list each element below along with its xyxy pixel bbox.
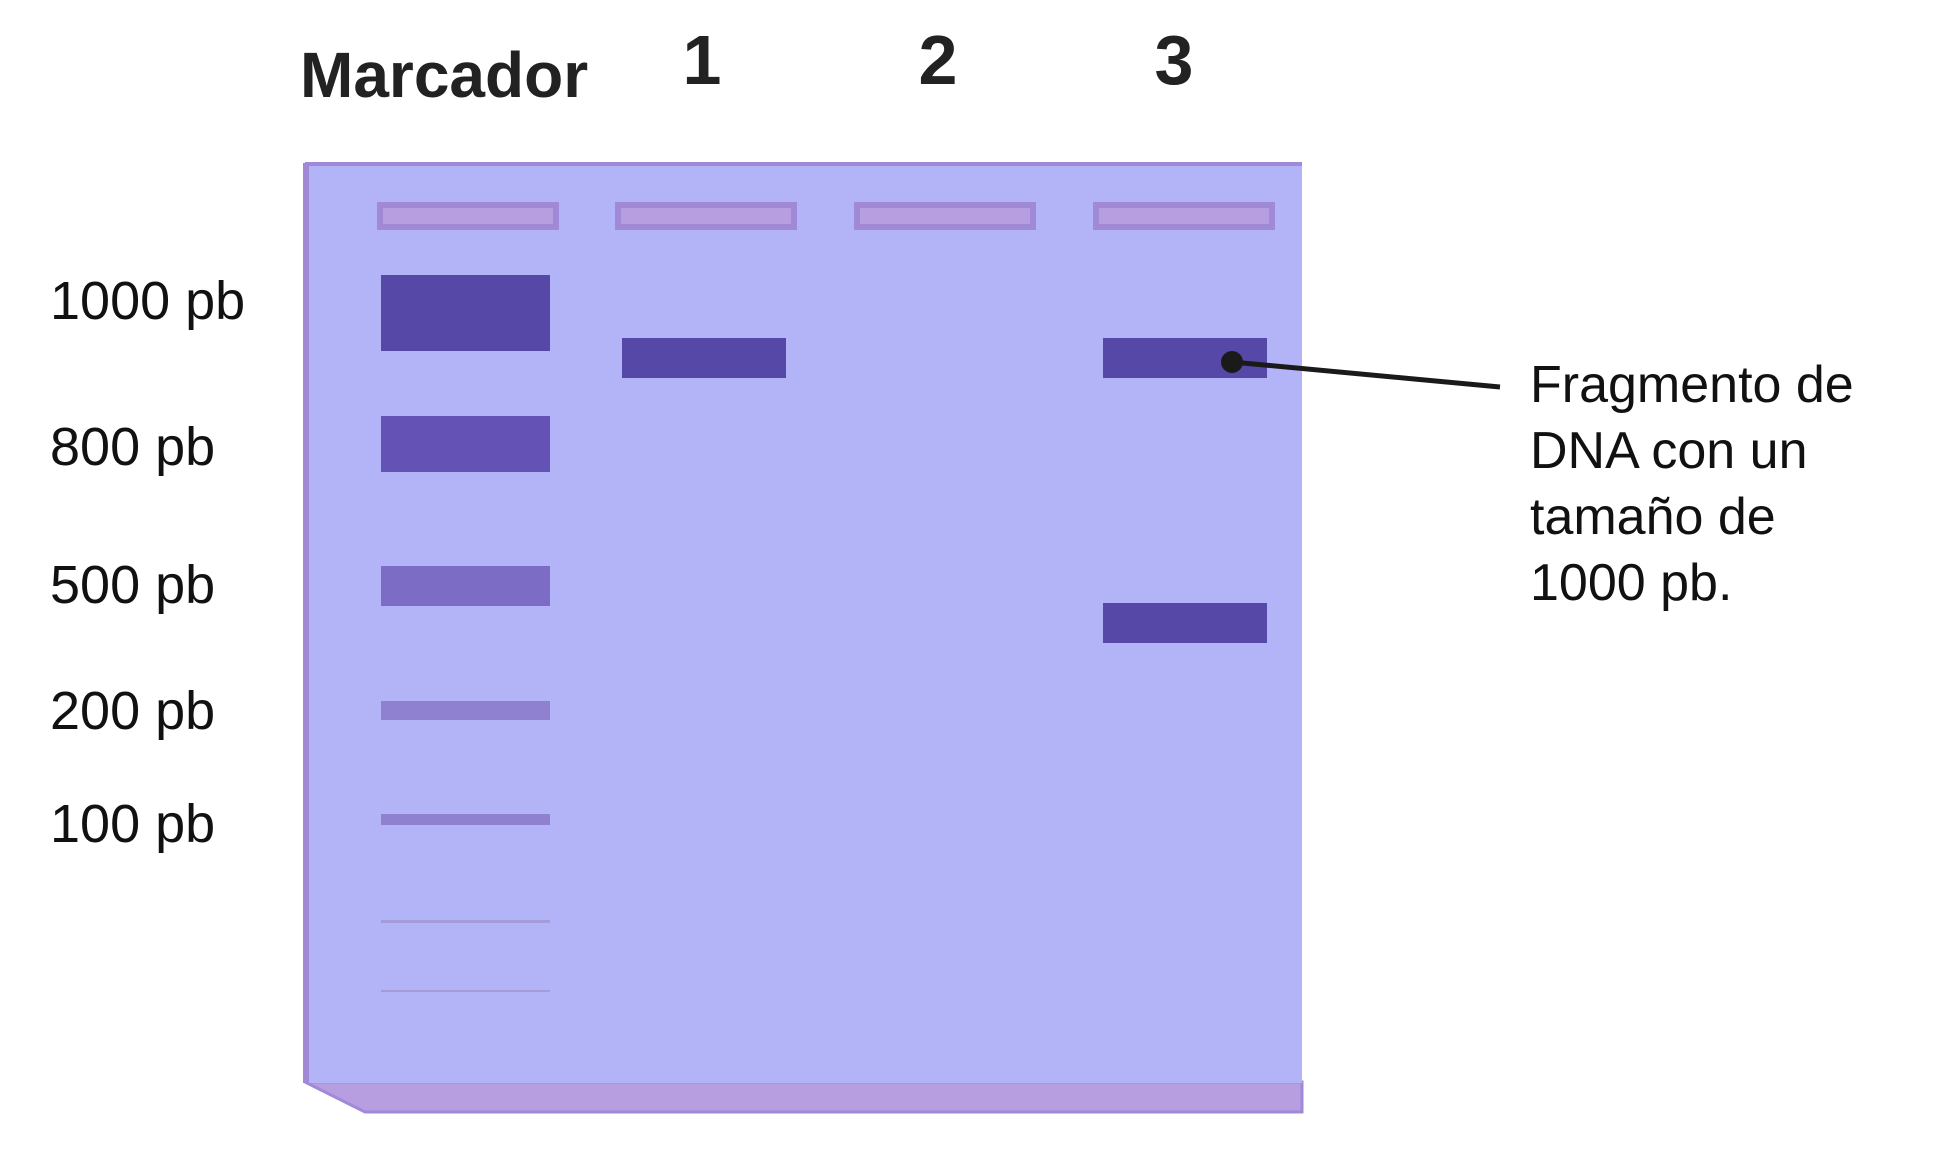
marker-band-trace-1 [381,920,550,923]
well-lane-2 [854,202,1036,230]
annotation-line-2: DNA con un [1530,422,1808,480]
lane-header-marker: Marcador [300,39,589,111]
size-label-100: 100 pb [50,794,216,854]
marker-band-trace-2 [381,990,550,992]
marker-band-1000 [381,275,550,351]
callout-dot [1221,351,1243,373]
well-lane-3 [1093,202,1275,230]
gel-bottom-edge [304,1080,1304,1114]
marker-band-800 [381,416,550,472]
marker-band-500 [381,566,550,606]
annotation-line-4: 1000 pb. [1530,554,1733,612]
size-label-500: 500 pb [50,555,216,615]
size-label-200: 200 pb [50,681,216,741]
callout-annotation: Fragmento de DNA con un tamaño de 1000 p… [1530,352,1930,616]
annotation-line-3: tamaño de [1530,488,1776,546]
lane-1-band-1000 [622,338,786,378]
lane-3-band-1000 [1103,338,1267,378]
lane-3-band-small [1103,603,1267,643]
lane-header-1: 1 [682,21,722,99]
annotation-line-1: Fragmento de [1530,356,1854,414]
size-label-1000: 1000 pb [50,271,246,331]
well-lane-1 [615,202,797,230]
marker-band-100 [381,814,550,825]
lane-header-3: 3 [1154,21,1194,99]
callout-line [1231,359,1501,390]
size-label-800: 800 pb [50,417,216,477]
lane-header-2: 2 [918,21,958,99]
marker-band-200 [381,701,550,720]
well-marker [377,202,559,230]
